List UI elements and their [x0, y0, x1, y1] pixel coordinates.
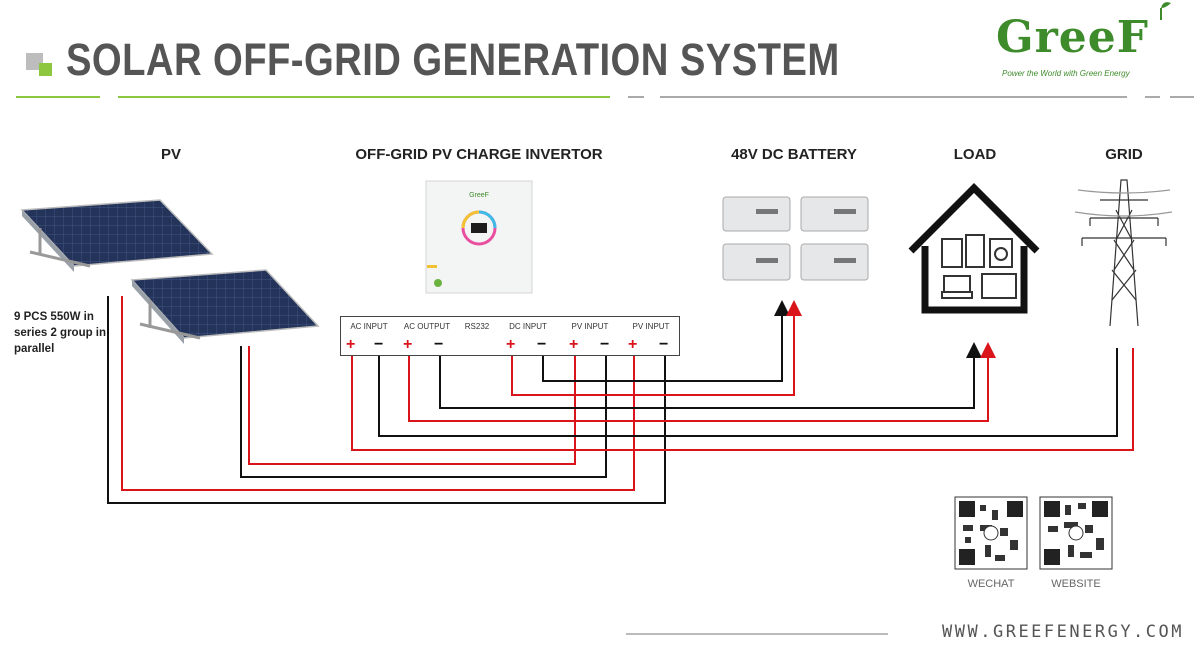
- title-square-gray: [26, 53, 43, 70]
- ac-input-minus: −: [374, 336, 384, 353]
- label-battery: 48V DC BATTERY: [731, 146, 857, 163]
- wiring: [107, 296, 1134, 504]
- transmission-tower-icon: [1074, 179, 1173, 327]
- page-title: SOLAR OFF-GRID GENERATION SYSTEM: [66, 34, 840, 85]
- label-grid: GRID: [1105, 146, 1143, 163]
- ac-input-plus: +: [346, 336, 356, 353]
- title-square-green: [39, 63, 52, 76]
- logo-sprout-icon: [1160, 2, 1171, 20]
- website-label: WEBSITE: [1051, 578, 1101, 590]
- terminal-pv-input-2: PV INPUT: [632, 322, 670, 331]
- terminal-ac-output: AC OUTPUT: [403, 322, 451, 331]
- svg-text:GreeF: GreeF: [469, 192, 489, 199]
- solar-panel-icon: [20, 199, 320, 344]
- dc-input-minus: −: [537, 336, 547, 353]
- website-qr-code: [1039, 496, 1113, 570]
- terminal-ac-input: AC INPUT: [350, 322, 388, 331]
- ac-output-plus: +: [403, 336, 413, 353]
- terminal-dc-input: DC INPUT: [509, 322, 547, 331]
- battery-icon: [722, 196, 869, 281]
- wechat-qr-code: [954, 496, 1028, 570]
- wechat-label: WECHAT: [967, 578, 1015, 590]
- ac-output-minus: −: [434, 336, 444, 353]
- pv2-plus: +: [628, 336, 638, 353]
- label-pv: PV: [160, 146, 182, 163]
- terminal-block: AC INPUT AC OUTPUT RS232 DC INPUT PV INP…: [340, 316, 680, 356]
- footer-website[interactable]: WWW.GREEFENERGY.COM: [942, 622, 1184, 642]
- terminal-rs232: RS232: [464, 322, 490, 331]
- terminal-pv-input-1: PV INPUT: [571, 322, 609, 331]
- brand-logo: GreeF: [996, 12, 1149, 63]
- label-inverter: OFF-GRID PV CHARGE INVERTOR: [355, 146, 603, 163]
- dc-input-plus: +: [506, 336, 516, 353]
- pv2-minus: −: [659, 336, 669, 353]
- house-icon: [908, 183, 1040, 314]
- pv1-plus: +: [569, 336, 579, 353]
- brand-tagline: Power the World with Green Energy: [1002, 69, 1130, 78]
- label-load: LOAD: [953, 146, 997, 163]
- pv1-minus: −: [600, 336, 610, 353]
- inverter-icon: GreeF: [425, 180, 533, 294]
- pv-note: 9 PCS 550W in series 2 group in parallel: [14, 311, 107, 355]
